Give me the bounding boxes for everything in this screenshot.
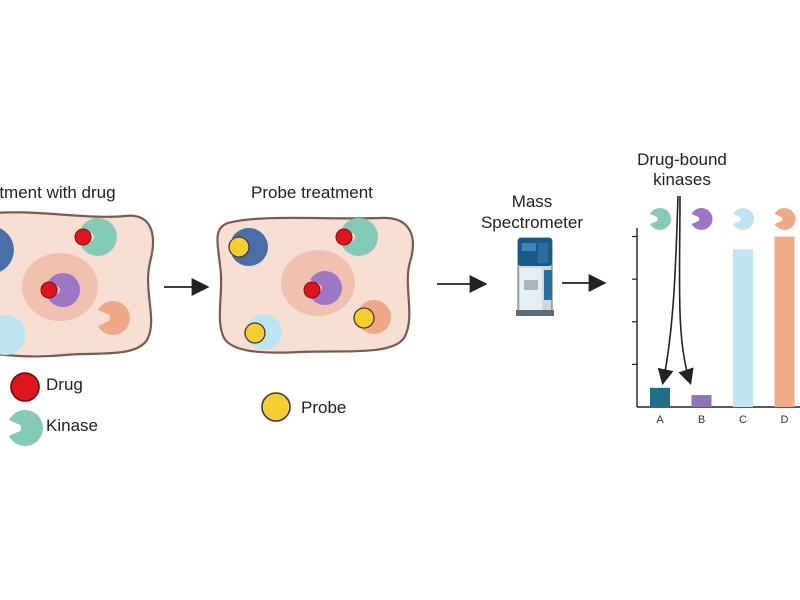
kinase-A-icon	[650, 207, 671, 231]
annotation-line2: kinases	[653, 170, 711, 189]
instrument-label-line1: Mass	[511, 192, 553, 211]
mass-spectrometer-icon	[516, 237, 554, 316]
x-tick-label-B: B	[698, 414, 705, 426]
drug-bound-annotation: Drug-bound kinases	[622, 150, 742, 190]
instrument-label: Mass Spectrometer	[470, 191, 594, 233]
probe-icon	[353, 307, 375, 329]
probe-icon	[228, 236, 250, 258]
x-tick-label-D: D	[781, 414, 789, 426]
kinase-D-icon	[774, 207, 796, 231]
kinase-purple-icon	[310, 271, 342, 305]
bar-chart: A B C D	[632, 207, 800, 426]
kinase-lightblue-icon	[0, 315, 26, 355]
kinase-salmon-icon	[98, 301, 130, 335]
probe-icon	[244, 322, 266, 344]
annotation-line1: Drug-bound	[637, 150, 727, 169]
kinase-teal-icon	[342, 217, 378, 257]
x-tick-label-C: C	[739, 414, 747, 426]
kinase-blue-icon	[0, 228, 14, 272]
kinase-B-icon	[691, 207, 713, 231]
bar-A	[650, 387, 670, 407]
legend-kinase-label: Kinase	[46, 416, 98, 435]
x-tick-label-A: A	[656, 414, 664, 426]
step1-title: Treatment with drug	[0, 183, 116, 202]
bar-D	[774, 236, 795, 407]
annotation-arrow-icon	[657, 195, 679, 386]
drug-icon	[335, 228, 353, 246]
instrument-label-line2: Spectrometer	[480, 213, 584, 232]
drug-icon	[303, 281, 321, 299]
kinase-purple-icon	[48, 273, 80, 307]
legend-kinase-icon	[9, 410, 43, 446]
drug-icon	[40, 281, 58, 299]
bar-B	[691, 395, 712, 407]
cell-probe-treated	[216, 216, 414, 354]
legend-drug-icon	[10, 372, 40, 402]
drug-icon	[74, 228, 92, 246]
legend-probe-label: Probe	[301, 398, 347, 417]
annotation-arrow-icon	[678, 195, 694, 386]
legend-probe-icon	[261, 392, 291, 422]
step2-title: Probe treatment	[251, 183, 373, 202]
bar-C	[733, 249, 753, 407]
legend-drug-label: Drug	[46, 375, 83, 394]
kinase-C-icon	[733, 207, 754, 231]
cell-drug-treated	[0, 211, 155, 358]
kinase-teal-icon	[81, 217, 117, 257]
